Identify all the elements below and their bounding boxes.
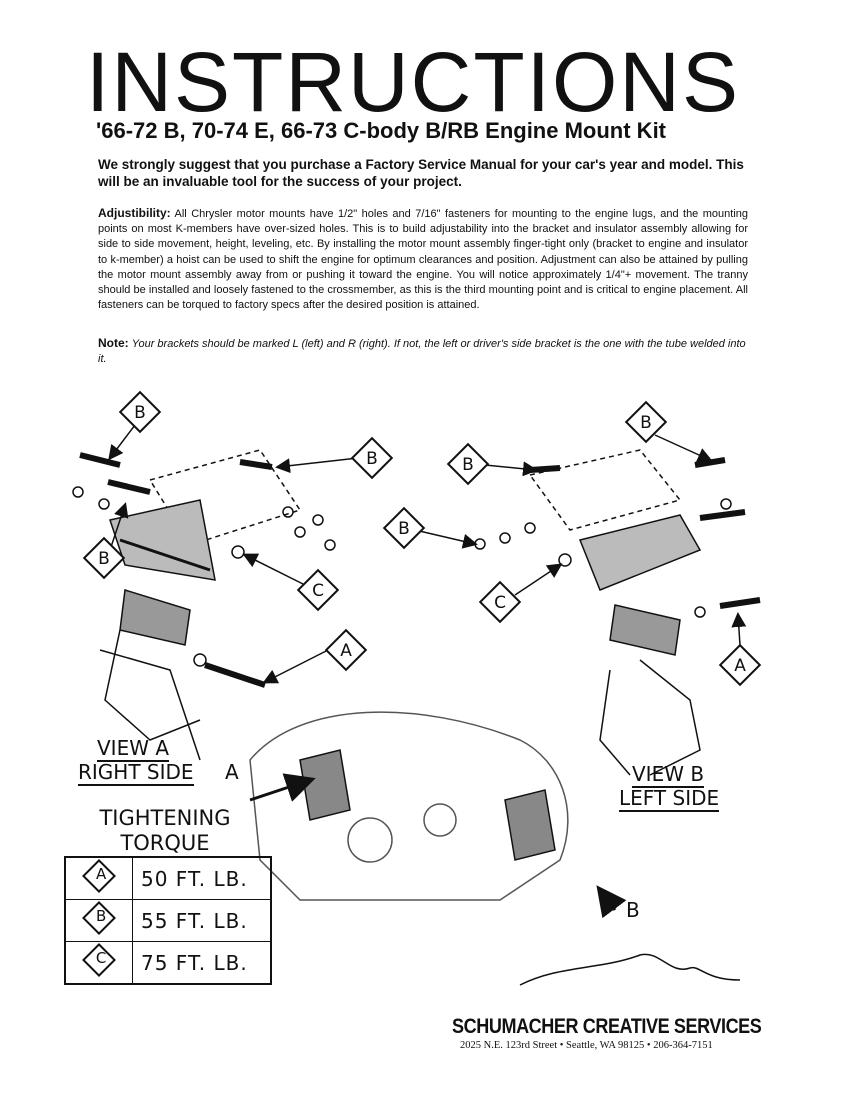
company-name: SCHUMACHER CREATIVE SERVICES	[452, 1015, 762, 1038]
arrow-a-label: A	[225, 760, 239, 784]
page-title: INSTRUCTIONS	[86, 35, 740, 129]
note-label: Note:	[98, 336, 129, 350]
callout-diamonds: B B B C A B B B C A	[82, 390, 762, 687]
torque-table: A 50 FT. LB. B 55 FT. LB. C 75 FT. LB.	[64, 856, 272, 985]
callout-b-label: B	[462, 455, 474, 475]
torque-symbol-a: A	[64, 856, 133, 900]
torque-value: 75 FT. LB.	[132, 941, 272, 985]
signature-mark	[519, 953, 741, 986]
torque-value: 50 FT. LB.	[132, 856, 272, 900]
callout-b-label: B	[98, 549, 110, 569]
view-a-line2: RIGHT SIDE	[78, 760, 194, 786]
torque-title-line2: TORQUE	[120, 831, 210, 855]
callout-b-label: B	[366, 449, 378, 469]
view-b-line2: LEFT SIDE	[619, 786, 720, 812]
table-row: A 50 FT. LB.	[64, 856, 272, 900]
callout-b-label: B	[640, 413, 652, 433]
table-row: C 75 FT. LB.	[64, 941, 272, 985]
adjustibility-label: Adjustibility:	[98, 206, 171, 220]
torque-title-line1: TIGHTENING	[99, 806, 231, 830]
callout-c-label: C	[494, 593, 506, 613]
table-row: B 55 FT. LB.	[64, 899, 272, 942]
torque-symbol-c: C	[64, 941, 133, 985]
callout-a-label: A	[340, 641, 352, 661]
intro-text: We strongly suggest that you purchase a …	[98, 157, 744, 189]
adjustibility-paragraph: Adjustibility: All Chrysler motor mounts…	[98, 206, 748, 313]
engine-mount-diagram: B B B C A B B B C A	[72, 390, 762, 986]
view-b-line1: VIEW B	[632, 762, 705, 788]
callout-b-label: B	[134, 403, 146, 423]
page-subtitle: '66-72 B, 70-74 E, 66-73 C-body B/RB Eng…	[96, 118, 667, 143]
company-address: 2025 N.E. 123rd Street • Seattle, WA 981…	[460, 1040, 713, 1051]
callout-c-label: C	[312, 581, 324, 601]
arrow-b-label: B	[626, 898, 640, 922]
callout-b-label: B	[398, 519, 410, 539]
note-text: Your brackets should be marked L (left) …	[98, 338, 746, 365]
view-a-line1: VIEW A	[97, 736, 170, 762]
note-paragraph: Note: Your brackets should be marked L (…	[98, 336, 748, 367]
torque-title: TIGHTENING TORQUE	[90, 806, 240, 856]
callout-a-label: A	[734, 656, 746, 676]
torque-symbol-b: B	[64, 899, 133, 942]
adjustibility-text: All Chrysler motor mounts have 1/2" hole…	[98, 208, 749, 312]
torque-value: 55 FT. LB.	[132, 899, 272, 942]
